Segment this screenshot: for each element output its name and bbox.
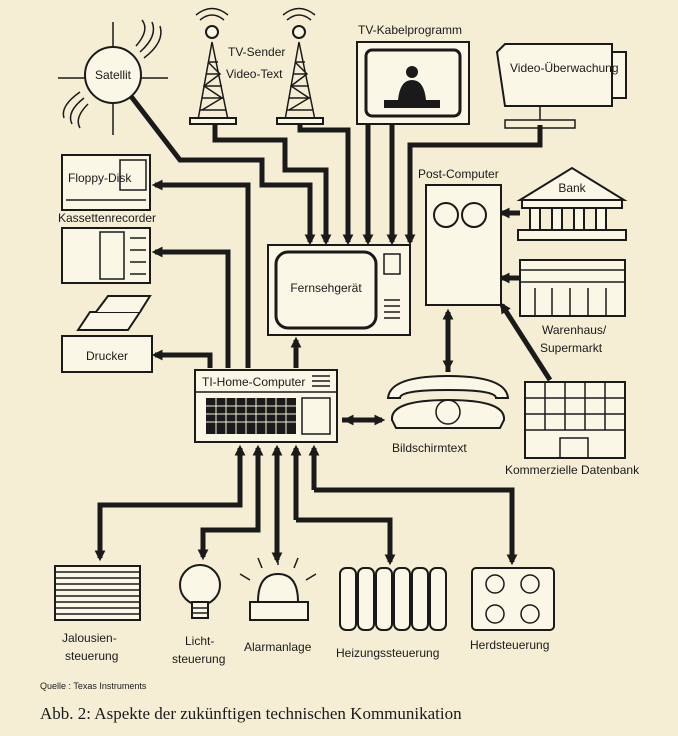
figure-caption: Abb. 2: Aspekte der zukünftigen technisc… [40, 704, 462, 723]
bank-label: Bank [558, 181, 586, 195]
blinds-icon [55, 566, 140, 620]
video-surveillance-label: Video-Überwachung [510, 61, 619, 75]
cassette-recorder-label: Kassettenrecorder [58, 211, 156, 225]
source-note: Quelle : Texas Instruments [40, 681, 147, 691]
tv-sender-label: TV-Sender [228, 45, 285, 59]
light-label-2: steuerung [172, 652, 225, 666]
post-computer-icon [426, 185, 501, 305]
floppy-disk-label: Floppy-Disk [68, 171, 132, 185]
tv-set-label: Fernsehgerät [290, 281, 362, 295]
blinds-label-1: Jalousien- [62, 631, 117, 645]
blinds-label-2: steuerung [65, 649, 118, 663]
department-store-label-1: Warenhaus/ [542, 323, 607, 337]
light-bulb-icon [180, 565, 220, 618]
commercial-database-icon [525, 382, 625, 458]
alarm-label: Alarmanlage [244, 640, 312, 654]
telephone-icon [388, 376, 508, 428]
post-computer-label: Post-Computer [418, 167, 499, 181]
video-camera-icon [497, 44, 626, 128]
video-text-label: Video-Text [226, 67, 283, 81]
commercial-database-label: Kommerzielle Datenbank [505, 463, 640, 477]
bank-icon [518, 168, 626, 240]
home-computer-label: TI-Home-Computer [202, 375, 305, 389]
alarm-light-icon [240, 553, 316, 620]
satellite-label: Satellit [95, 68, 132, 82]
light-label-1: Licht- [185, 634, 214, 648]
cassette-recorder-icon [62, 228, 150, 283]
radiator-icon [340, 568, 446, 630]
tv-studio-icon [357, 42, 469, 124]
department-store-icon [520, 260, 625, 316]
department-store-label-2: Supermarkt [540, 341, 603, 355]
heating-label: Heizungssteuerung [336, 646, 439, 660]
printer-label: Drucker [86, 349, 128, 363]
videotex-label: Bildschirmtext [392, 441, 467, 455]
tv-cable-label: TV-Kabelprogramm [358, 23, 462, 37]
stove-label: Herdsteuerung [470, 638, 549, 652]
stove-icon [472, 568, 554, 630]
tv-tower-icon [277, 9, 323, 125]
